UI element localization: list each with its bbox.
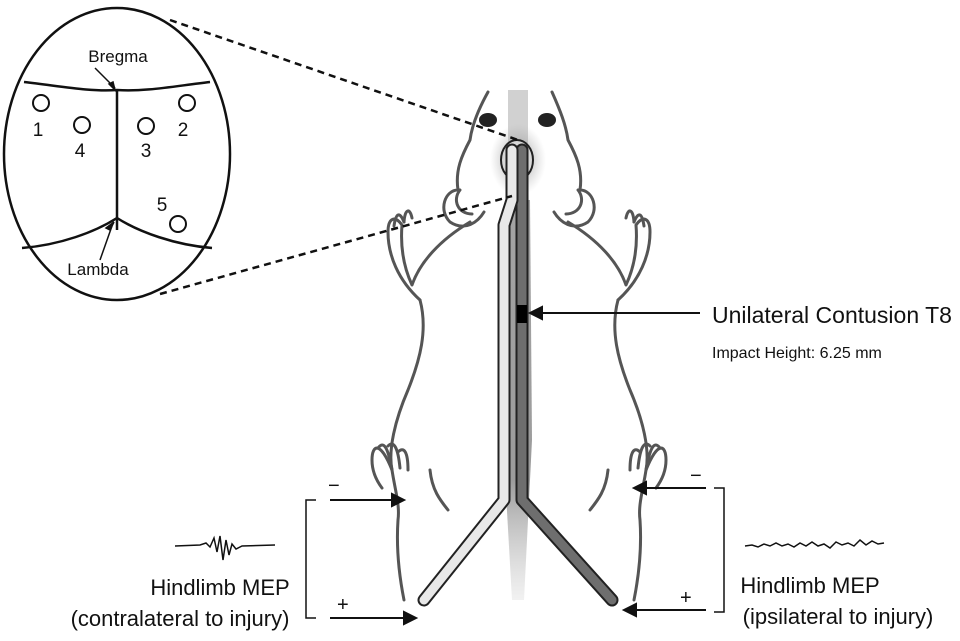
right-minus-label: − [690,465,702,487]
right-mep-title: Hindlimb MEP [740,573,879,598]
left-mep-title: Hindlimb MEP [150,575,289,600]
injury-label: Unilateral Contusion T8 [712,302,952,328]
left-plus-label: + [337,594,349,616]
impact-height-label: Impact Height: 6.25 mm [712,345,882,362]
bregma-label: Bregma [88,47,148,66]
left-mep-trace [175,536,275,560]
site-label-2: 2 [178,120,189,141]
right-eye [538,113,556,127]
right-plus-label: + [680,587,692,609]
inset-pointers [95,68,115,260]
site-label-5: 5 [157,195,168,216]
left-bracket [306,500,316,618]
injury-site [517,305,527,323]
site-label-1: 1 [33,120,44,141]
left-minus-label: − [328,475,340,497]
electrode-sites [33,95,195,232]
site-label-3: 3 [141,141,152,162]
contralateral-tract [424,150,512,600]
site-label-4: 4 [75,141,86,162]
zoom-lines [160,20,518,294]
ipsilateral-tract [522,150,612,600]
right-mep-subtitle: (ipsilateral to injury) [743,604,934,629]
lambda-label: Lambda [67,260,129,279]
left-eye [479,113,497,127]
right-bracket [714,488,724,612]
right-mep-trace [745,540,884,548]
left-mep-subtitle: (contralateral to injury) [71,606,290,631]
